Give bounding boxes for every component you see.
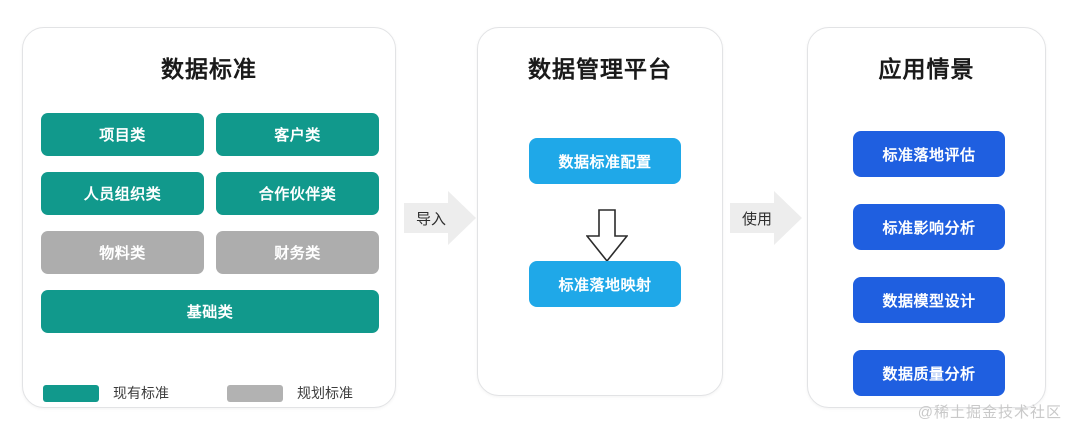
standards-box-grid: 项目类 客户类 人员组织类 合作伙伴类 物料类 财务类 基础类 [41,113,379,333]
panel-title-data-standards: 数据标准 [161,56,257,82]
standard-box-personnel-org[interactable]: 人员组织类 [41,172,204,215]
panel-application-scenarios: 应用情景 标准落地评估 标准影响分析 数据模型设计 数据质量分析 [807,27,1046,408]
panel-data-standards: 数据标准 项目类 客户类 人员组织类 合作伙伴类 物料类 财务类 基础类 现有标… [22,27,396,408]
connector-arrow-import: 导入 [404,191,476,245]
connector-arrow-use: 使用 [730,191,802,245]
legend-swatch-existing-icon [43,384,99,402]
standard-box-partner[interactable]: 合作伙伴类 [216,172,379,215]
panel-title-platform: 数据管理平台 [528,56,672,82]
right-arrow-icon [404,191,476,245]
standard-box-material[interactable]: 物料类 [41,231,204,274]
connector-label-import: 导入 [415,210,446,228]
right-arrow-icon [730,191,802,245]
scenario-box-impact-analysis[interactable]: 标准影响分析 [853,204,1005,250]
watermark: @稀土掘金技术社区 [917,404,1062,421]
standards-legend: 现有标准 规划标准 [43,383,381,403]
connector-label-use: 使用 [741,210,772,228]
legend-label-existing: 现有标准 [113,385,169,401]
standard-box-finance[interactable]: 财务类 [216,231,379,274]
legend-label-planned: 规划标准 [297,385,353,401]
standard-box-customer[interactable]: 客户类 [216,113,379,156]
platform-box-standard-mapping[interactable]: 标准落地映射 [529,261,681,307]
platform-box-standard-config[interactable]: 数据标准配置 [529,138,681,184]
legend-item-existing: 现有标准 [43,383,169,403]
scenario-box-data-model-design[interactable]: 数据模型设计 [853,277,1005,323]
panel-title-scenarios: 应用情景 [878,56,975,82]
standard-box-project[interactable]: 项目类 [41,113,204,156]
scenario-box-data-quality-analysis[interactable]: 数据质量分析 [853,350,1005,396]
scenario-box-landing-assessment[interactable]: 标准落地评估 [853,131,1005,177]
down-arrow-icon [586,209,628,263]
panel-data-management-platform: 数据管理平台 数据标准配置 标准落地映射 [477,27,723,396]
legend-item-planned: 规划标准 [227,383,353,403]
standard-box-basic[interactable]: 基础类 [41,290,379,333]
legend-swatch-planned-icon [227,384,283,402]
